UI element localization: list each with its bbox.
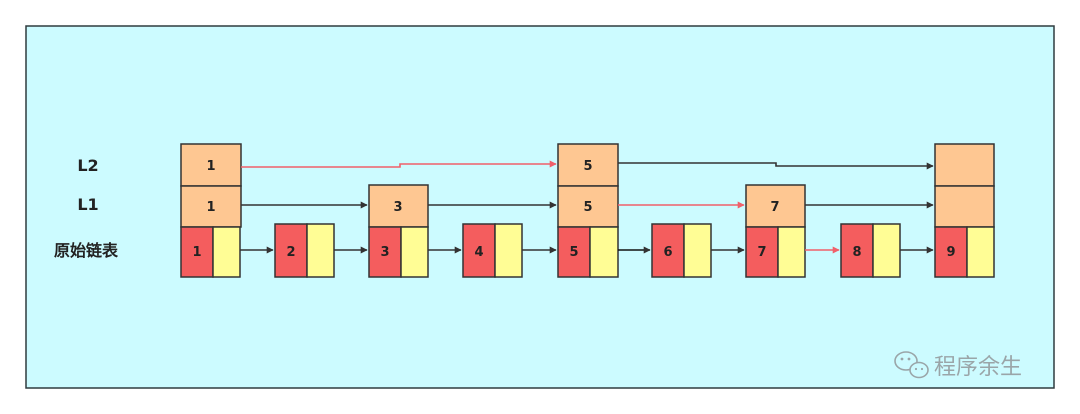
watermark: 程序余生 <box>894 351 1022 380</box>
svg-text:6: 6 <box>663 245 672 260</box>
list-node: 5 <box>557 226 619 278</box>
edge-l2 <box>618 162 934 170</box>
base-list-label: 原始链表 <box>54 241 119 260</box>
svg-text:1: 1 <box>206 159 215 174</box>
l1-node: 7 <box>745 184 806 228</box>
list-node: 2 <box>274 223 335 278</box>
l1-node: 5 <box>557 185 619 228</box>
svg-text:7: 7 <box>757 245 766 260</box>
wechat-icon <box>894 351 929 379</box>
svg-text:1: 1 <box>206 200 215 215</box>
svg-text:5: 5 <box>583 159 592 174</box>
list-node: 6 <box>651 223 712 278</box>
svg-text:3: 3 <box>380 245 389 260</box>
svg-text:4: 4 <box>474 245 483 260</box>
list-node: 7 <box>745 226 806 278</box>
svg-text:9: 9 <box>946 245 955 260</box>
l1-node <box>934 185 995 228</box>
list-node: 3 <box>368 226 429 278</box>
list-node: 8 <box>840 223 901 278</box>
level-l1-label: L1 <box>77 195 98 214</box>
diagram-frame <box>25 25 1055 389</box>
svg-text:5: 5 <box>569 245 578 260</box>
svg-text:3: 3 <box>393 200 402 215</box>
svg-text:2: 2 <box>286 245 295 260</box>
level-l2-label: L2 <box>77 156 98 175</box>
svg-text:1: 1 <box>192 245 201 260</box>
svg-text:5: 5 <box>583 200 592 215</box>
svg-text:8: 8 <box>852 245 861 260</box>
list-node: 1 <box>180 226 241 278</box>
l2-node <box>934 143 995 187</box>
l1-node: 1 <box>180 185 242 228</box>
list-node: 9 <box>934 226 995 278</box>
svg-text:7: 7 <box>770 200 779 215</box>
list-node: 4 <box>462 223 523 278</box>
l2-node: 5 <box>557 143 619 187</box>
l2-node: 1 <box>180 143 242 187</box>
watermark-text: 程序余生 <box>934 355 1022 380</box>
l1-node: 3 <box>368 184 429 228</box>
edge-l2-search <box>241 160 557 168</box>
